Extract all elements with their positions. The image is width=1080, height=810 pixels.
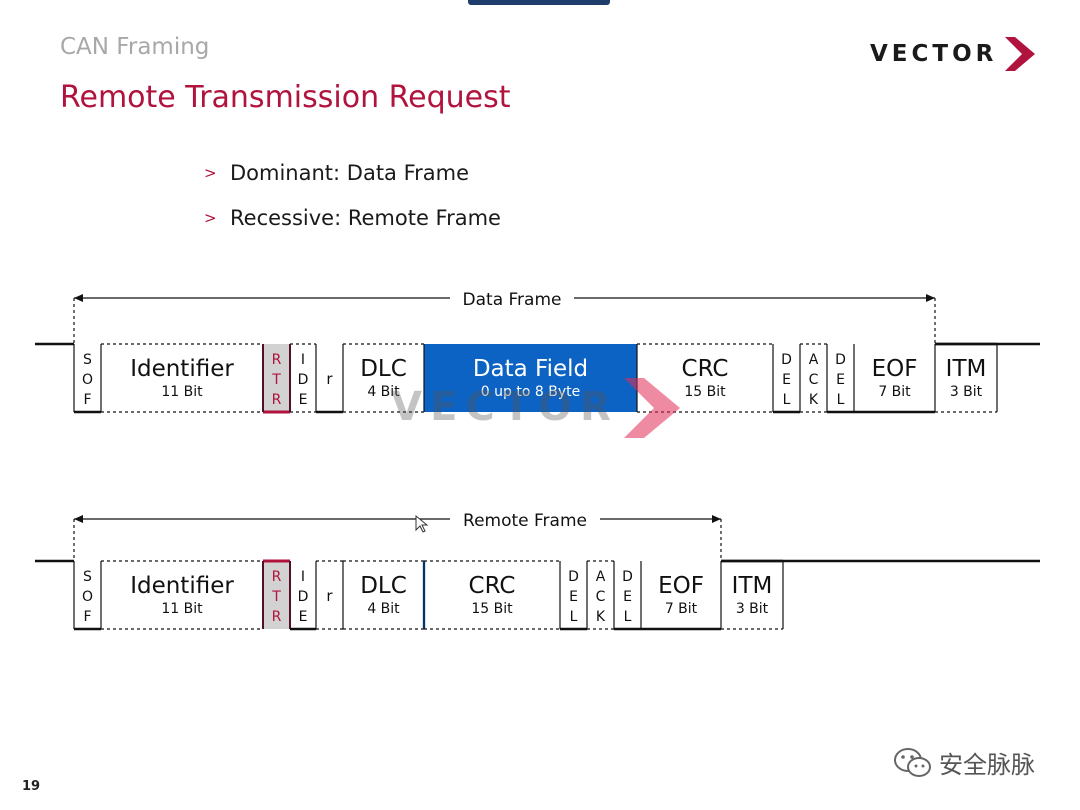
remote-frame-stack-letter: I [301,569,305,585]
chevron-logo-icon [1005,37,1036,71]
bullet-marker: > [204,164,217,182]
remote-frame-field-bits: 11 Bit [161,601,203,617]
data-frame-field-name: CRC [682,356,729,382]
data-frame-stack-letter: O [82,372,93,388]
wechat-icon [894,747,931,777]
bullet-item: > Dominant: Data Frame [204,158,501,188]
remote-frame-stack-letter: D [568,569,579,585]
data-frame-field-bits: 4 Bit [367,384,400,400]
remote-frame-rtr-box [263,561,290,629]
data-frame-stack-letter: A [809,352,819,368]
remote-frame-field-name: r [326,587,333,605]
wechat-account-name: 安全脉脉 [939,751,1035,779]
remote-frame-field-bits: 15 Bit [471,601,513,617]
remote-frame-stack-letter: D [622,569,633,585]
data-frame-field-name: EOF [872,356,918,382]
remote-frame-span-label: Remote Frame [463,511,587,531]
remote-frame-stack-letter: F [83,609,91,625]
slide-number: 19 [22,779,41,794]
remote-frame-field-bits: 7 Bit [665,601,698,617]
remote-frame-stack-letter: L [570,609,578,625]
remote-frame-field-name: EOF [658,573,704,599]
data-frame-stack-letter: E [299,392,308,408]
remote-frame-span-arrowhead-right [712,515,721,523]
data-frame-stack-letter: E [782,372,791,388]
remote-frame-stack-letter: S [83,569,92,585]
logo-text: VECTOR [870,41,998,67]
remote-frame-stack-letter: C [596,589,606,605]
remote-frame-field-name: ITM [732,573,773,599]
bullet-text: Recessive: Remote Frame [230,206,501,230]
data-frame-stack-letter: S [83,352,92,368]
slide-title: Remote Transmission Request [60,80,511,115]
data-frame-field-bits: 7 Bit [878,384,911,400]
data-frame-stack-letter: D [781,352,792,368]
bullet-list: > Dominant: Data Frame > Recessive: Remo… [204,158,501,248]
bullet-marker: > [204,209,217,227]
data-frame-field-bits: 11 Bit [161,384,203,400]
remote-frame-stack-letter: T [271,589,281,605]
window-top-tab [468,0,610,5]
remote-frame-stack-letter: R [272,609,282,625]
data-frame-field-bits: 3 Bit [950,384,983,400]
remote-frame-stack-letter: O [82,589,93,605]
data-frame-span-label: Data Frame [463,290,562,310]
data-frame-field-name: DLC [360,356,407,382]
data-frame-field-name: ITM [946,356,987,382]
remote-frame-stack-letter: L [624,609,632,625]
data-frame-field-name: Identifier [130,356,234,382]
data-frame-field-name: Data Field [473,356,588,382]
remote-frame-field-bits: 4 Bit [367,601,400,617]
data-frame-stack-letter: R [272,392,282,408]
data-frame-stack-letter: C [809,372,819,388]
data-frame-stack-letter: R [272,352,282,368]
data-frame-span-arrowhead-right [926,294,935,302]
remote-frame-stack-letter: A [596,569,606,585]
watermark-chevron-icon [624,378,680,438]
data-frame-field-bits: 0 up to 8 Byte [481,384,580,400]
data-frame-stack-letter: L [837,392,845,408]
data-frame-stack-letter: L [783,392,791,408]
remote-frame-stack-letter: K [596,609,606,625]
remote-frame-stack-letter: R [272,569,282,585]
data-frame-span-arrowhead-left [74,294,83,302]
data-frame-stack-letter: E [836,372,845,388]
data-frame-stack-letter: D [298,372,309,388]
section-title: CAN Framing [60,34,210,60]
mouse-cursor-icon [415,514,429,533]
data-frame-field-name: r [326,370,333,388]
remote-frame-stack-letter: D [298,589,309,605]
vector-logo: VECTOR [870,34,1036,74]
bullet-item: > Recessive: Remote Frame [204,203,501,233]
remote-frame-span-arrowhead-left [74,515,83,523]
data-frame-rtr-box [263,344,290,412]
watermark-text: VECTOR [391,384,619,430]
data-frame-data-field-box [424,344,637,412]
remote-frame-field-name: CRC [469,573,516,599]
data-frame-stack-letter: D [835,352,846,368]
bullet-text: Dominant: Data Frame [230,161,470,185]
remote-frame-field-bits: 3 Bit [736,601,769,617]
data-frame-stack-letter: F [83,392,91,408]
remote-frame-stack-letter: E [299,609,308,625]
remote-frame-field-name: Identifier [130,573,234,599]
remote-frame-stack-letter: E [623,589,632,605]
data-frame-field-bits: 15 Bit [684,384,726,400]
remote-frame-stack-letter: E [569,589,578,605]
data-frame-stack-letter: I [301,352,305,368]
remote-frame-field-name: DLC [360,573,407,599]
wechat-watermark: 安全脉脉 [893,745,1035,780]
data-frame-stack-letter: K [809,392,819,408]
data-frame-stack-letter: T [271,372,281,388]
